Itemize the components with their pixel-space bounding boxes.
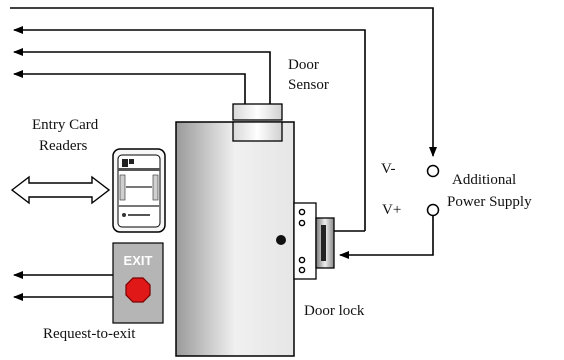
v-plus-label: V+ — [382, 202, 402, 218]
exit-stop-button-icon — [125, 277, 151, 303]
card-reader-icon — [112, 148, 166, 233]
exit-button: EXIT — [112, 242, 164, 324]
v-minus-label: V- — [381, 161, 396, 177]
controller-wires — [13, 26, 366, 231]
door-knob-icon — [276, 235, 286, 245]
terminal-circle-icon — [426, 203, 440, 217]
door — [175, 121, 295, 357]
additional-power-label-line1: Additional — [452, 172, 517, 188]
door-sensor-label-line2: Sensor — [288, 77, 329, 93]
request-to-exit-label: Request-to-exit — [43, 326, 136, 342]
power-supply-v-minus-wire — [10, 7, 437, 157]
terminal-circle-icon — [426, 164, 440, 178]
request-to-exit-wires — [13, 271, 113, 301]
additional-power-label-line2: Power Supply — [447, 194, 532, 210]
entry-card-label-line2: Readers — [39, 138, 88, 154]
exit-button-label: EXIT — [124, 253, 153, 268]
door-lock — [293, 202, 335, 280]
entry-card-label-line1: Entry Card — [32, 117, 99, 133]
door-lock-wires — [334, 216, 434, 259]
door-sensor-label-line1: Door — [288, 57, 319, 73]
door-lock-label: Door lock — [304, 303, 365, 319]
door-sensor — [232, 103, 283, 142]
bidirectional-arrow-icon — [10, 175, 111, 205]
